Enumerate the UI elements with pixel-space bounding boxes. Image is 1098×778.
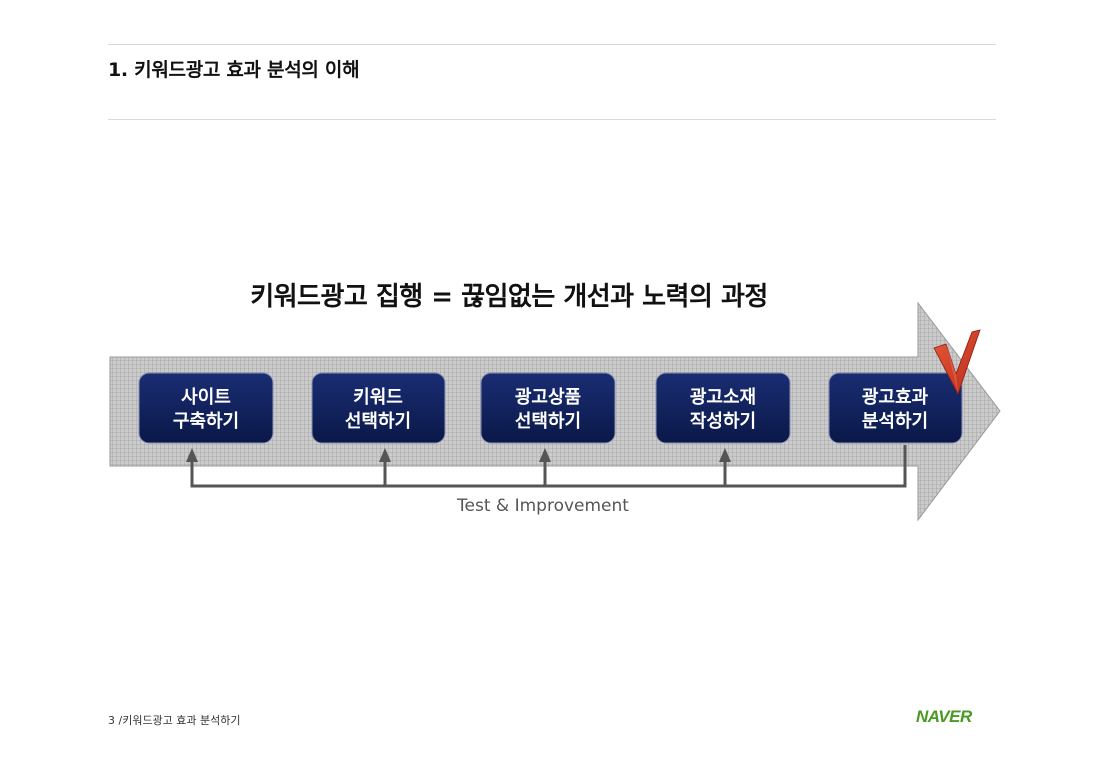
step-label: 광고효과	[862, 387, 929, 408]
headline: 키워드광고 집행 = 끊임없는 개선과 노력의 과정	[250, 282, 768, 312]
arrowhead-icon	[186, 448, 198, 462]
arrowhead-icon	[539, 448, 551, 462]
step-label: 선택하기	[515, 411, 581, 432]
step-box: 광고소재 작성하기	[655, 372, 791, 444]
feedback-label: Test & Improvement	[456, 496, 629, 516]
step-label: 광고상품	[515, 387, 581, 408]
header-divider-bottom	[108, 119, 996, 120]
step-box: 광고상품 선택하기	[480, 372, 616, 444]
step-box: 사이트 구축하기	[138, 372, 274, 444]
footer-page-label: 3 /키워드광고 효과 분석하기	[108, 714, 241, 727]
checkmark-icon	[933, 329, 981, 396]
section-title: 1. 키워드광고 효과 분석의 이해	[108, 59, 360, 81]
arrowhead-icon	[379, 448, 391, 462]
step-box: 키워드 선택하기	[311, 372, 446, 444]
feedback-arrowheads	[186, 448, 731, 462]
step-label: 사이트	[181, 387, 231, 408]
step-label: 분석하기	[862, 411, 928, 432]
header-divider-top	[108, 44, 996, 45]
step-box: 광고효과 분석하기	[828, 372, 963, 444]
step-label: 키워드	[353, 386, 403, 408]
step-label: 작성하기	[690, 411, 756, 432]
arrowhead-icon	[719, 448, 731, 462]
step-label: 광고소재	[690, 387, 756, 408]
step-label: 선택하기	[345, 411, 411, 432]
step-label: 구축하기	[173, 411, 239, 432]
naver-logo: NAVER	[916, 707, 972, 726]
feedback-connector	[190, 445, 907, 488]
